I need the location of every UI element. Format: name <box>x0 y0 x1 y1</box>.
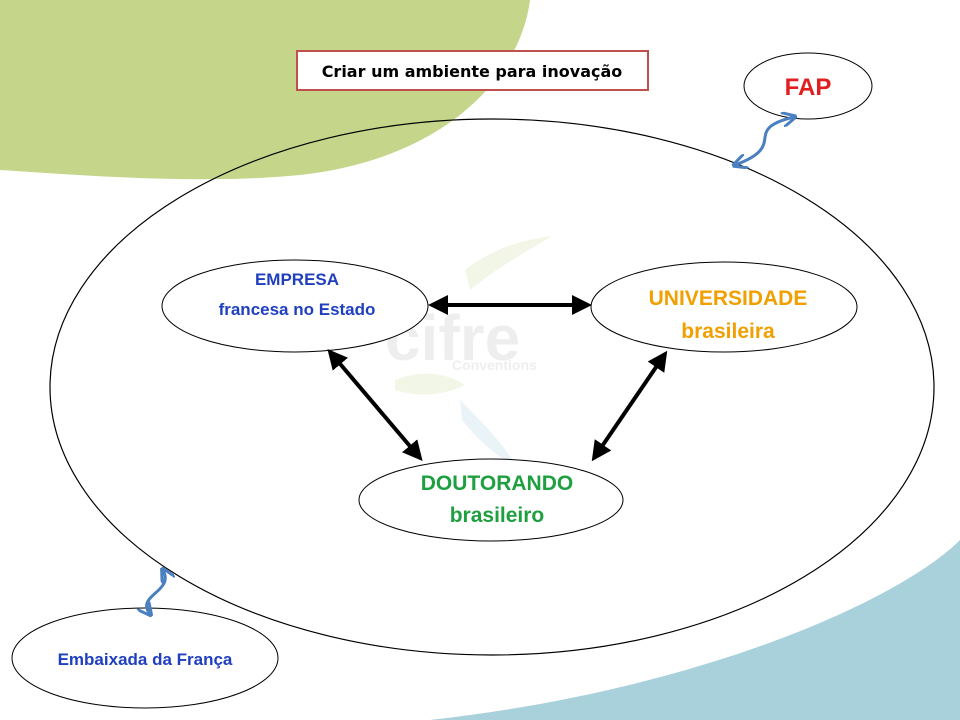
universidade-node: UNIVERSIDADE brasileira <box>590 261 858 353</box>
embaixada-label: Embaixada da França <box>58 650 233 669</box>
cifre-watermark: cifre Conventions <box>385 236 552 470</box>
doutorando-line1: DOUTORANDO <box>421 472 573 495</box>
embaixada-node: Embaixada da França <box>11 607 279 709</box>
universidade-line2: brasileira <box>681 320 775 343</box>
title-box: Criar um ambiente para inovação <box>296 50 649 91</box>
arrow-universidade-doutorando <box>591 350 668 462</box>
empresa-line1: EMPRESA <box>255 270 339 289</box>
link-fap-environment <box>735 117 794 165</box>
empresa-line2: francesa no Estado <box>219 300 376 319</box>
arrow-empresa-doutorando <box>327 348 423 462</box>
fap-label: FAP <box>785 74 832 101</box>
doutorando-node: DOUTORANDO brasileiro <box>358 458 624 542</box>
link-embaixada-environment <box>147 570 166 614</box>
title-text: Criar um ambiente para inovação <box>322 62 623 81</box>
empresa-node: EMPRESA francesa no Estado <box>161 259 429 353</box>
environment-ellipse <box>49 118 935 656</box>
fap-node: FAP <box>743 52 873 120</box>
teal-corner-shape <box>430 540 960 720</box>
green-corner-shape <box>0 0 530 180</box>
universidade-line1: UNIVERSIDADE <box>649 287 808 310</box>
svg-text:Conventions: Conventions <box>452 357 537 373</box>
doutorando-line2: brasileiro <box>450 504 545 527</box>
